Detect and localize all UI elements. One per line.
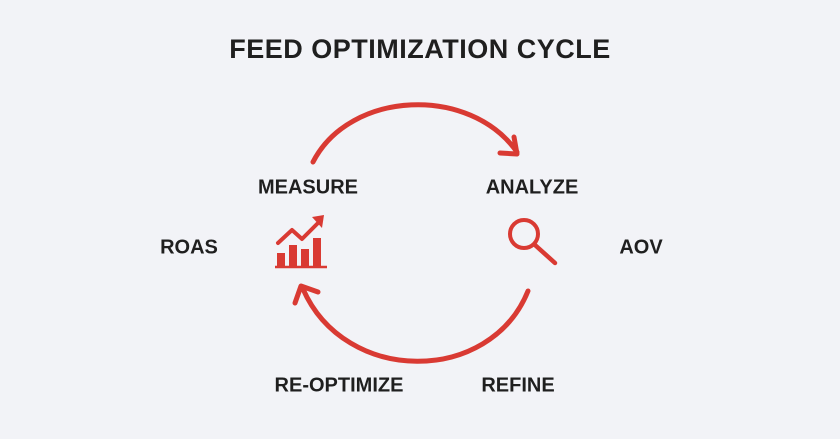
arrowhead-top [497, 134, 520, 157]
diagram-title: FEED OPTIMIZATION CYCLE [229, 34, 611, 64]
stage-label-refine: REFINE [481, 374, 555, 397]
metric-label-aov: AOV [619, 236, 663, 259]
cycle-arrow-top [310, 102, 520, 165]
metric-label-roas: ROAS [160, 236, 218, 259]
stage-label-analyze: ANALYZE [485, 176, 579, 199]
arrowhead-bottom [292, 283, 321, 306]
cycle-arrow-bottom [300, 286, 531, 364]
stage-label-reoptimize: RE-OPTIMIZE [274, 374, 404, 397]
stage-label-measure: MEASURE [257, 176, 359, 199]
bar-chart-growth-icon [275, 215, 327, 269]
magnifier-icon [508, 218, 558, 266]
